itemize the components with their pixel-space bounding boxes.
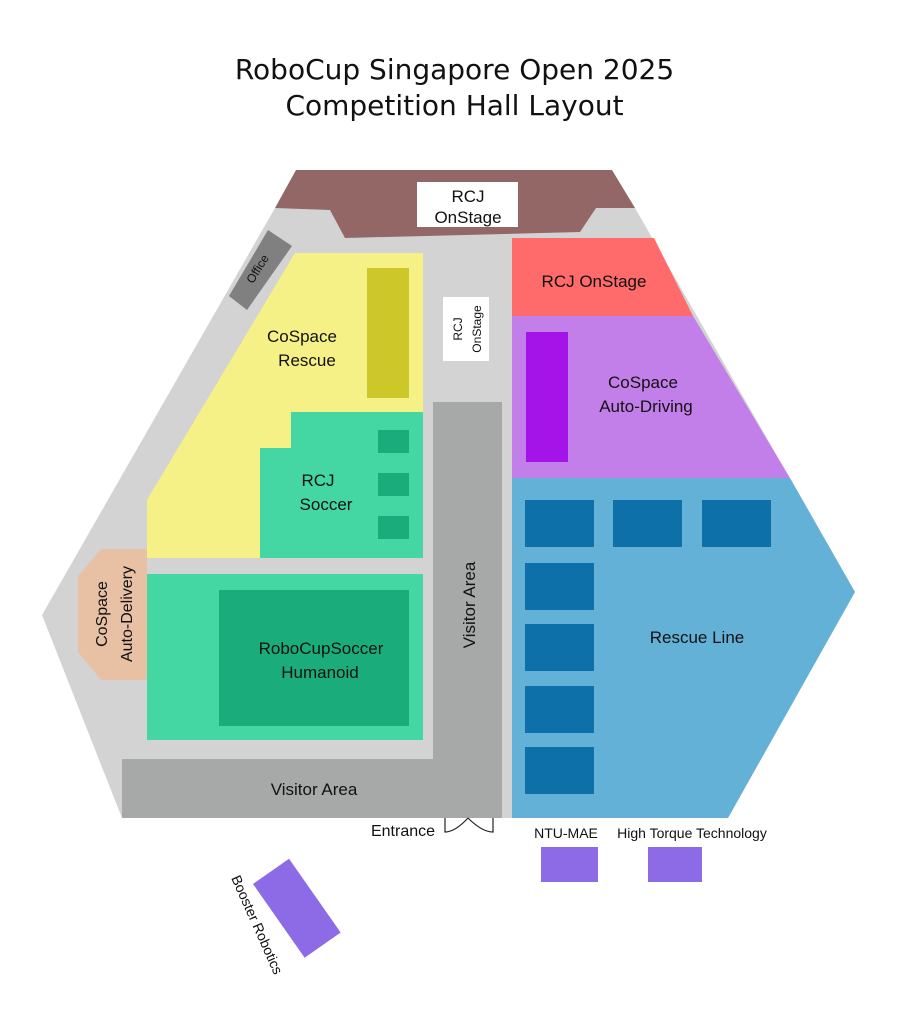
cospace-auto-driving-table [526,332,568,462]
humanoid-label-2: Humanoid [281,663,359,682]
cospace-rescue-label-1: CoSpace [267,327,337,346]
humanoid-label-1: RoboCupSoccer [259,639,384,658]
cospace-auto-driving-label-2: Auto-Driving [599,397,693,416]
rcj-onstage-small-label-1: RCJ [451,317,465,340]
rescue-line-label: Rescue Line [650,628,745,647]
rescue-field [525,563,594,610]
map-title: RoboCup Singapore Open 2025 Competition … [0,52,909,124]
rescue-field [525,500,594,547]
rcj-onstage-red-area[interactable] [512,238,693,316]
visitor-area-vertical-label: Visitor Area [460,561,479,648]
rcj-onstage-top-label-2: OnStage [434,208,501,227]
cospace-auto-driving-area[interactable] [512,316,790,478]
rcj-onstage-top-sign [417,182,518,227]
rescue-field [702,500,771,547]
cospace-auto-delivery-area[interactable] [78,549,147,680]
rcj-onstage-small-label-2: OnStage [470,305,484,353]
humanoid-field [219,590,409,726]
ntu-mae-booth[interactable] [541,847,598,882]
rescue-field [613,500,682,547]
rcj-onstage-top-label-1: RCJ [451,187,484,206]
entrance-door-icon [444,817,494,833]
ntu-mae-label: NTU-MAE [534,825,598,841]
rcj-onstage-red-label: RCJ OnStage [542,272,647,291]
map-title-line-2: Competition Hall Layout [285,89,624,122]
cospace-rescue-table [367,268,409,398]
booster-robotics-booth[interactable] [253,858,341,958]
cospace-auto-delivery-label-2: Auto-Delivery [119,566,136,662]
map-title-line-1: RoboCup Singapore Open 2025 [234,53,675,86]
visitor-area-vertical[interactable] [433,402,502,818]
rescue-field [525,686,594,733]
rcj-soccer-field-3 [378,516,409,539]
office-area[interactable] [229,230,292,310]
visitor-area-bottom-strip [122,759,502,818]
cospace-auto-delivery-label-1: CoSpace [94,581,111,647]
rescue-field [525,624,594,671]
rcj-soccer-label-1: RCJ [301,471,334,490]
rescue-field [525,747,594,794]
rcj-soccer-field-1 [378,430,409,453]
visitor-area-bottom-label: Visitor Area [271,780,358,799]
cospace-rescue-label-2: Rescue [278,351,336,370]
rescue-line-fields [525,500,771,794]
entrance-door[interactable] [444,817,494,833]
cospace-auto-driving-label-1: CoSpace [608,373,678,392]
entrance-label: Entrance [371,823,435,840]
rcj-soccer-label-2: Soccer [300,495,353,514]
high-torque-label: High Torque Technology [617,825,767,841]
rcj-onstage-small-sign [443,297,489,361]
high-torque-booth[interactable] [648,847,702,882]
rcj-soccer-field-2 [378,473,409,496]
rescue-line-area[interactable] [512,478,855,818]
cospace-rescue-area[interactable] [147,253,423,558]
